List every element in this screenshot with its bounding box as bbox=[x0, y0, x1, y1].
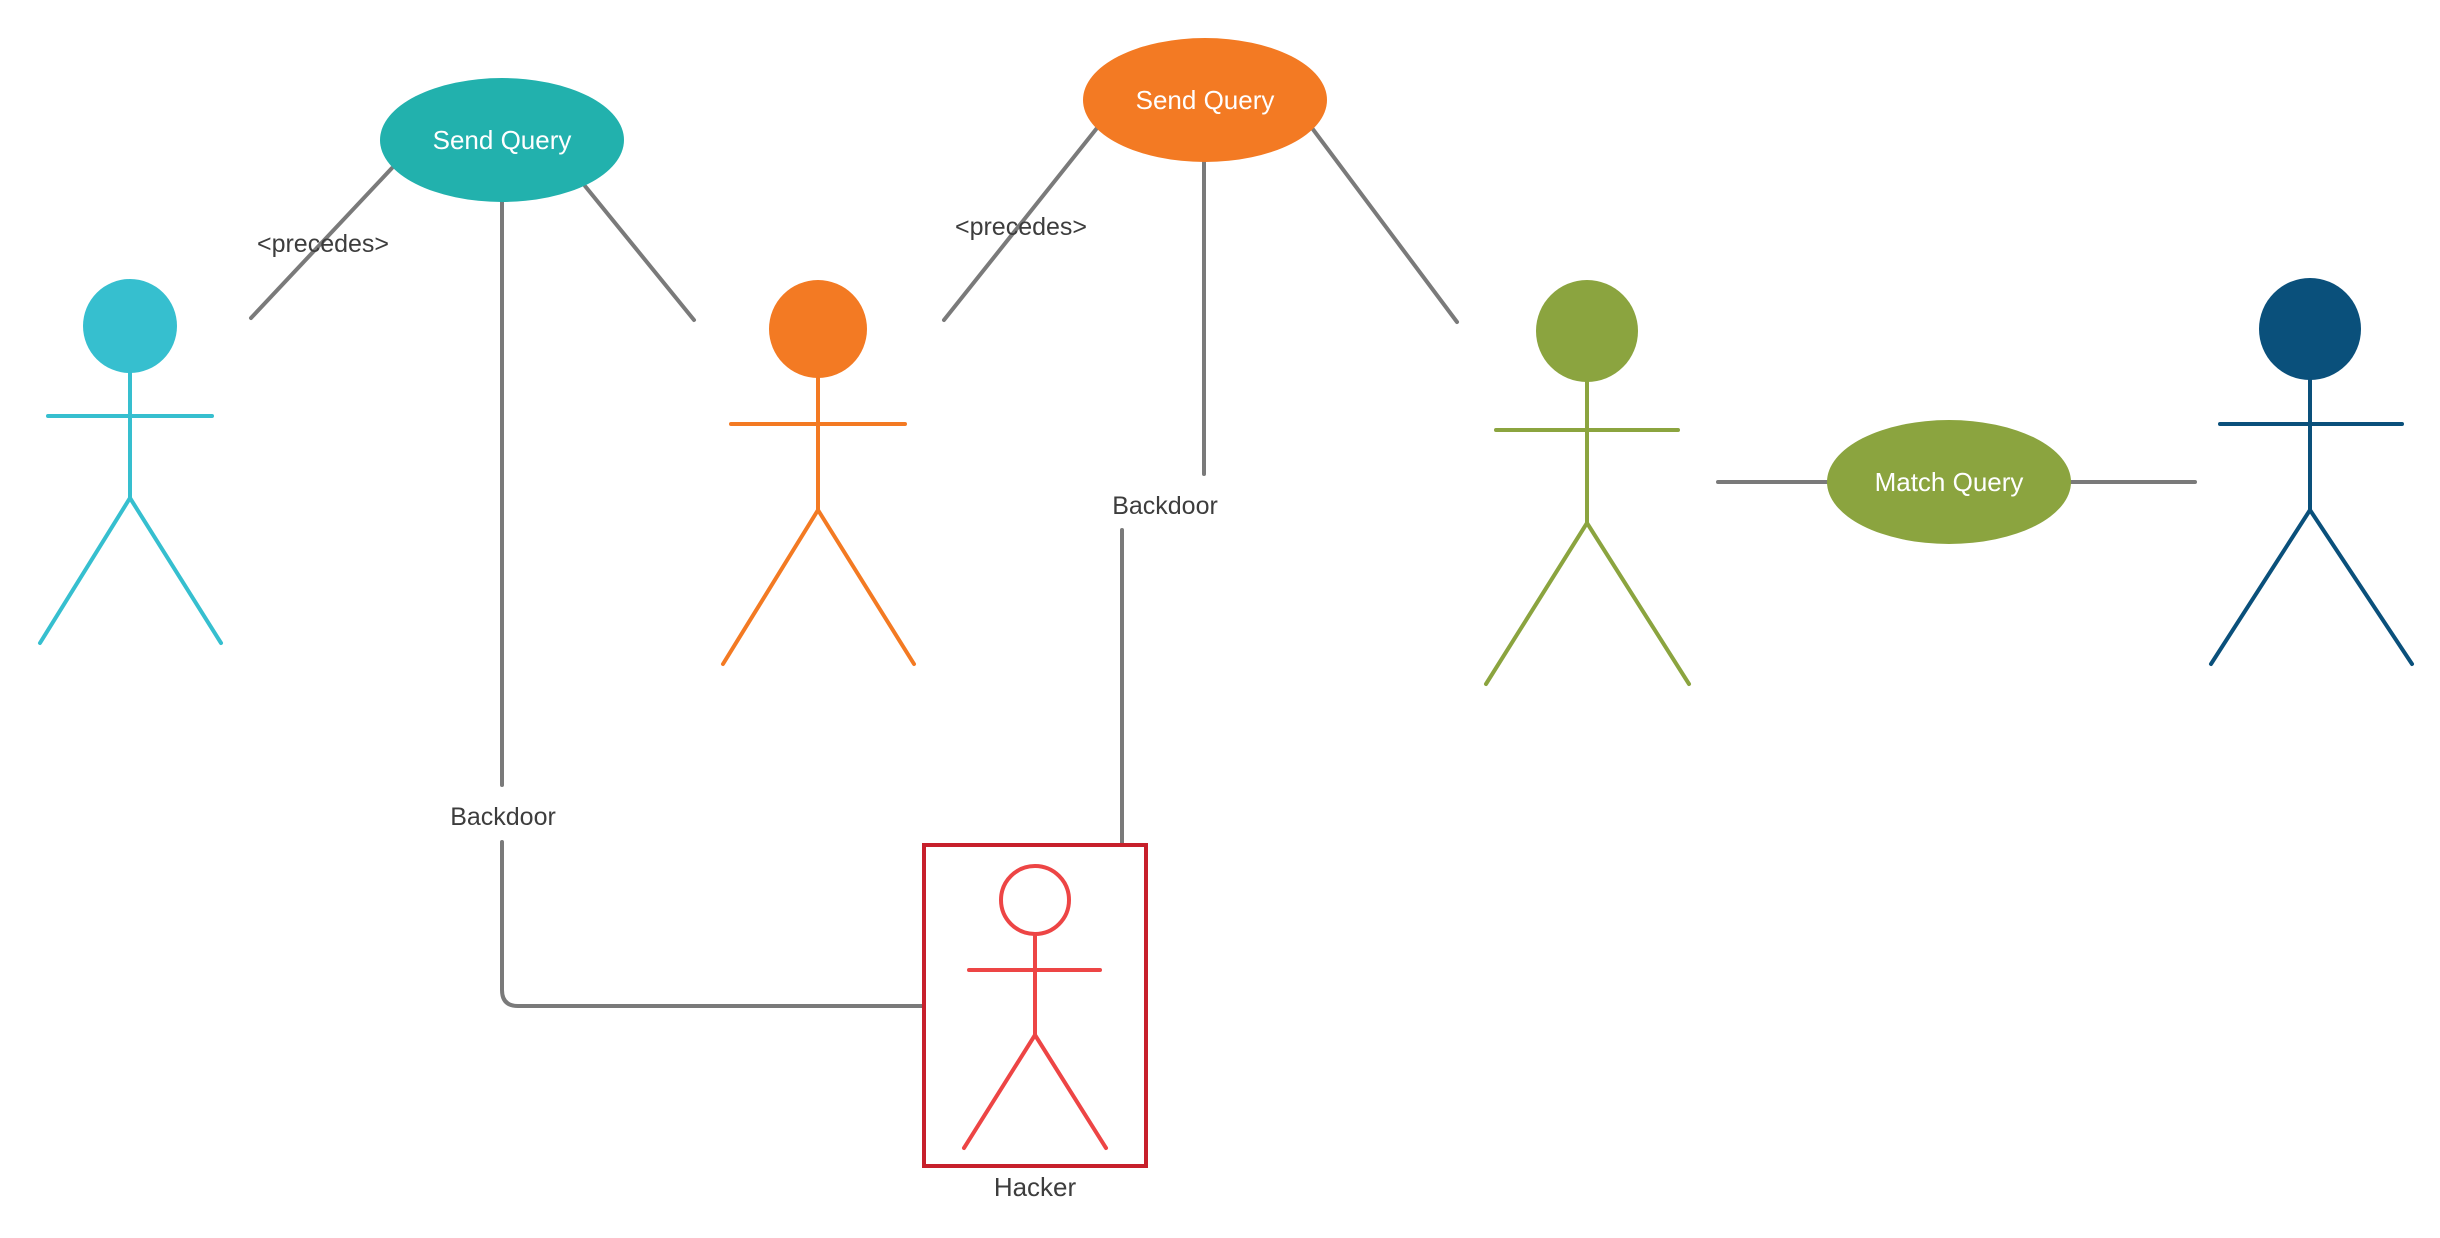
connector-sendquery1-actor2[interactable] bbox=[583, 184, 696, 322]
stick-figure-limb bbox=[38, 496, 132, 645]
connector-sendquery2-actor3[interactable] bbox=[1310, 126, 1459, 324]
hacker-caption: Hacker bbox=[994, 1172, 1077, 1202]
actor-2[interactable] bbox=[721, 280, 916, 666]
stick-figure-icon bbox=[999, 864, 1071, 936]
stick-figure-limb bbox=[2209, 508, 2312, 666]
backdoor-label-1: Backdoor bbox=[450, 803, 556, 831]
stick-figure-icon bbox=[1536, 280, 1638, 382]
stick-figure-icon bbox=[769, 280, 867, 378]
stick-figure-limb bbox=[128, 496, 223, 645]
precedes-label-1: <precedes> bbox=[257, 230, 389, 258]
hacker-actor[interactable]: Hacker bbox=[922, 843, 1148, 1202]
use-case-match-query[interactable]: Match Query bbox=[1827, 420, 2071, 544]
use-case-send-query-1[interactable]: Send Query bbox=[380, 78, 624, 202]
connector-actor1-sendquery1[interactable] bbox=[249, 166, 394, 320]
stick-figure-icon bbox=[2259, 278, 2361, 380]
stick-figure-limb bbox=[962, 1033, 1037, 1150]
stick-figure-limb bbox=[1585, 521, 1691, 686]
connector-backdoor1-hacker[interactable] bbox=[500, 840, 924, 1008]
use-case-label: Send Query bbox=[1136, 85, 1275, 115]
stick-figure-limb bbox=[2308, 508, 2414, 666]
stick-figure-limb bbox=[816, 508, 916, 666]
backdoor-label-2: Backdoor bbox=[1112, 492, 1218, 520]
stick-figure-limb bbox=[1484, 521, 1589, 686]
use-case-send-query-2[interactable]: Send Query bbox=[1083, 38, 1327, 162]
stick-figure-limb bbox=[721, 508, 820, 666]
hacker-frame bbox=[922, 843, 1148, 1168]
use-case-label: Match Query bbox=[1875, 467, 2024, 497]
precedes-label-2: <precedes> bbox=[955, 213, 1087, 241]
use-case-label: Send Query bbox=[433, 125, 572, 155]
actor-4[interactable] bbox=[2209, 278, 2414, 666]
actor-3[interactable] bbox=[1484, 280, 1691, 686]
connector-actor2-sendquery2[interactable] bbox=[942, 126, 1099, 322]
actor-1[interactable] bbox=[38, 279, 223, 645]
stick-figure-icon bbox=[83, 279, 177, 373]
stick-figure-limb bbox=[1033, 1033, 1108, 1150]
